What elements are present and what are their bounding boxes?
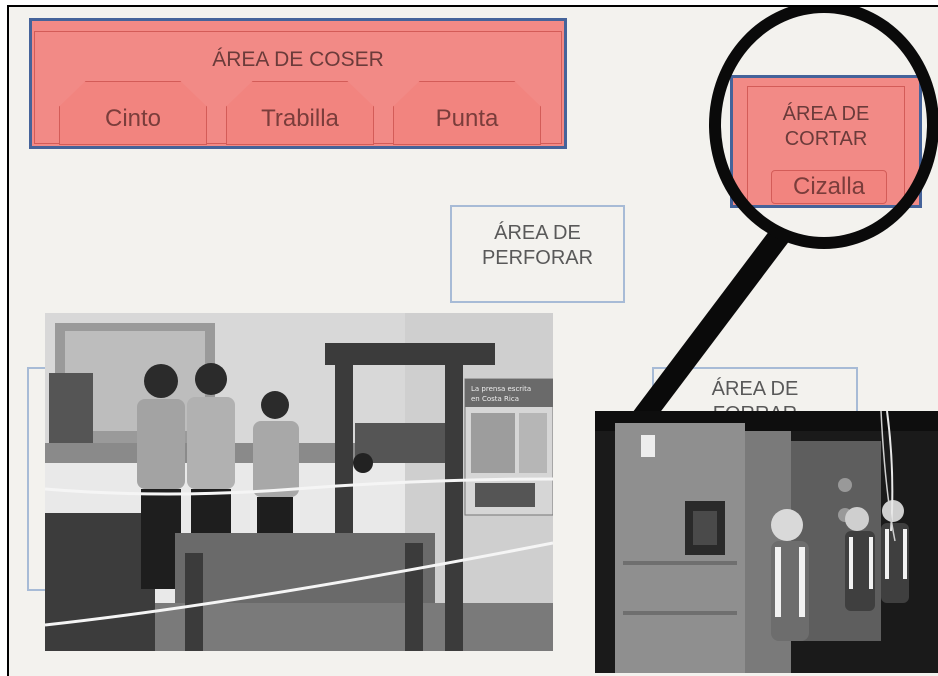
sewing-area: ÁREA DE COSER Cinto Trabilla Punta	[29, 18, 567, 149]
tool-tab-trabilla: Trabilla	[226, 81, 374, 145]
lining-title-line1: ÁREA DE	[711, 378, 799, 400]
tool-tab-punta: Punta	[393, 81, 541, 145]
magnifier-lens-icon	[709, 7, 938, 249]
poster-title-line2: en Costa Rica	[471, 395, 519, 403]
tool-tab-cinto: Cinto	[59, 81, 207, 145]
perforating-area-title: ÁREA DE PERFORAR	[452, 221, 623, 271]
perforating-title-line2: PERFORAR	[481, 247, 594, 269]
diagram-canvas: ÁREA DE COSER Cinto Trabilla Punta ÁREA …	[7, 5, 938, 676]
electrical-cabinet	[615, 423, 881, 673]
perforating-area: ÁREA DE PERFORAR	[450, 205, 625, 303]
printing-press-photo: La prensa escrita en Costa Rica	[45, 313, 553, 651]
perforating-title-line1: ÁREA DE	[494, 222, 581, 244]
poster-title-line1: La prensa escrita	[471, 385, 531, 393]
sewing-area-title: ÁREA DE COSER	[212, 48, 384, 71]
printing-press	[175, 343, 495, 651]
switchgear-photo	[595, 411, 938, 673]
poster: La prensa escrita en Costa Rica	[464, 378, 553, 516]
worker-figures	[771, 500, 909, 641]
